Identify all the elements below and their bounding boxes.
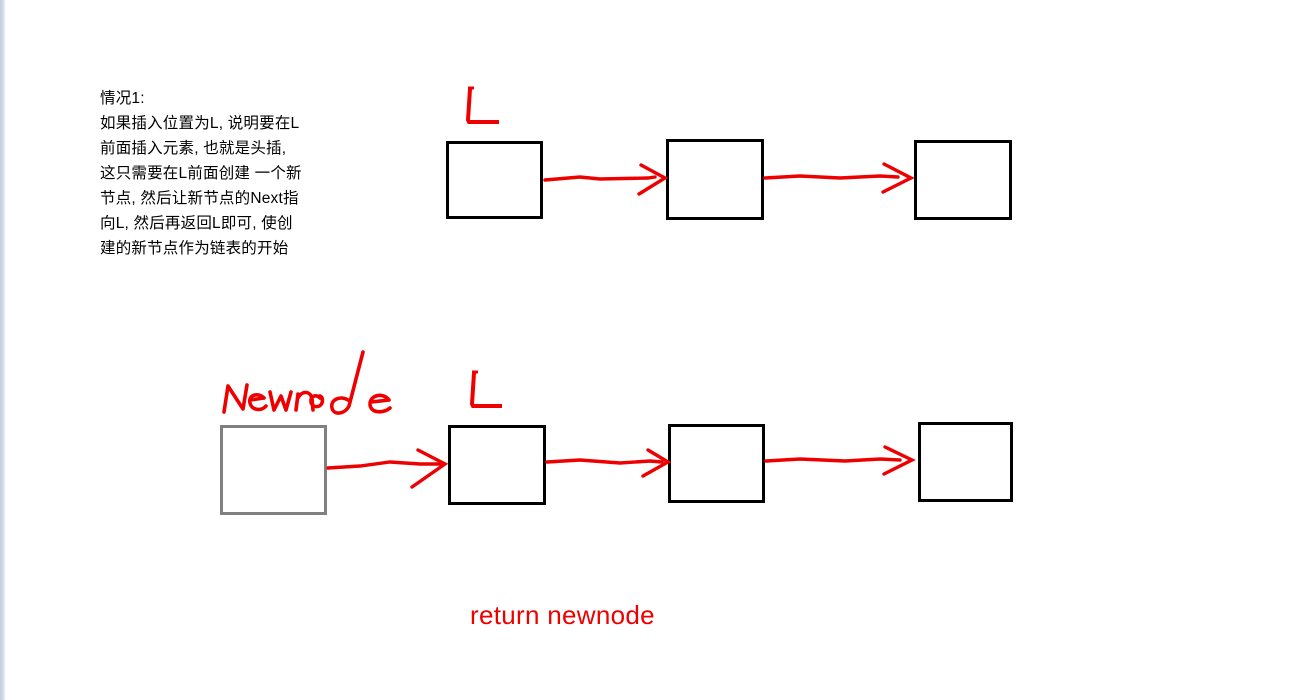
return-newnode-caption: return newnode xyxy=(470,600,655,630)
row1-label-L-icon xyxy=(465,86,499,124)
row2-node4 xyxy=(918,422,1013,502)
row2-label-newnode-icon xyxy=(222,350,392,415)
explanation-note: 情况1: 如果插入位置为L, 说明要在L前面插入元素, 也就是头插, 这只需要在… xyxy=(100,90,302,257)
row2-node-newnode xyxy=(220,425,327,515)
row2-arrow-3-icon xyxy=(764,445,916,476)
row2-node-L xyxy=(448,425,546,505)
row1-arrow-1-icon xyxy=(543,163,669,196)
row2-node3 xyxy=(668,424,765,503)
left-edge-strip xyxy=(0,0,6,700)
row2-label-L-icon xyxy=(469,370,502,408)
row2-arrow-1-icon xyxy=(326,448,449,489)
row1-node2 xyxy=(666,139,764,220)
row1-arrow-2-icon xyxy=(763,162,915,194)
row1-node3 xyxy=(914,140,1012,220)
row2-arrow-2-icon xyxy=(545,448,672,478)
row1-node1 xyxy=(446,141,543,219)
